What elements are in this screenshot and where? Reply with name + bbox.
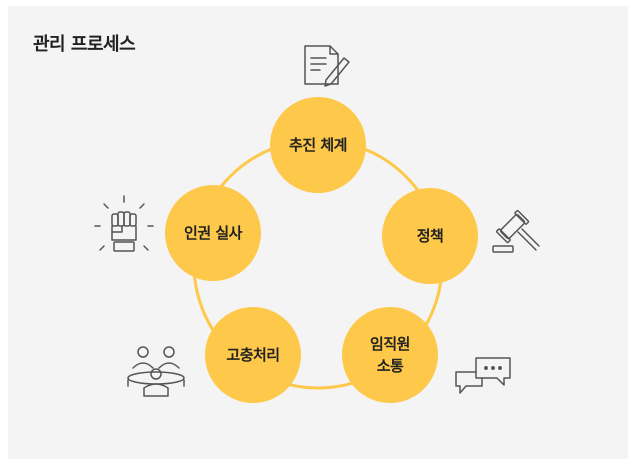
document-pen-icon xyxy=(304,45,350,87)
raised-fist-icon xyxy=(94,195,154,252)
node-label: 인권 실사 xyxy=(184,224,242,242)
node-label-line1: 임직원 xyxy=(370,335,410,353)
node-label: 고충처리 xyxy=(226,346,280,364)
node-label-line2: 소통 xyxy=(376,357,404,375)
node-label: 추진 체계 xyxy=(289,136,347,154)
node-employee-communication: 임직원 소통 xyxy=(342,307,438,403)
node-policy: 정책 xyxy=(382,188,478,284)
node-label: 정책 xyxy=(416,227,444,245)
node-human-rights-due-diligence: 인권 실사 xyxy=(165,185,261,281)
node-grievance-handling: 고충처리 xyxy=(205,307,301,403)
chat-bubbles-icon xyxy=(455,357,511,394)
meeting-people-icon xyxy=(127,346,185,397)
node-promotion-system: 추진 체계 xyxy=(270,97,366,193)
diagram-title: 관리 프로세스 xyxy=(33,34,136,55)
gavel-icon xyxy=(492,209,540,253)
